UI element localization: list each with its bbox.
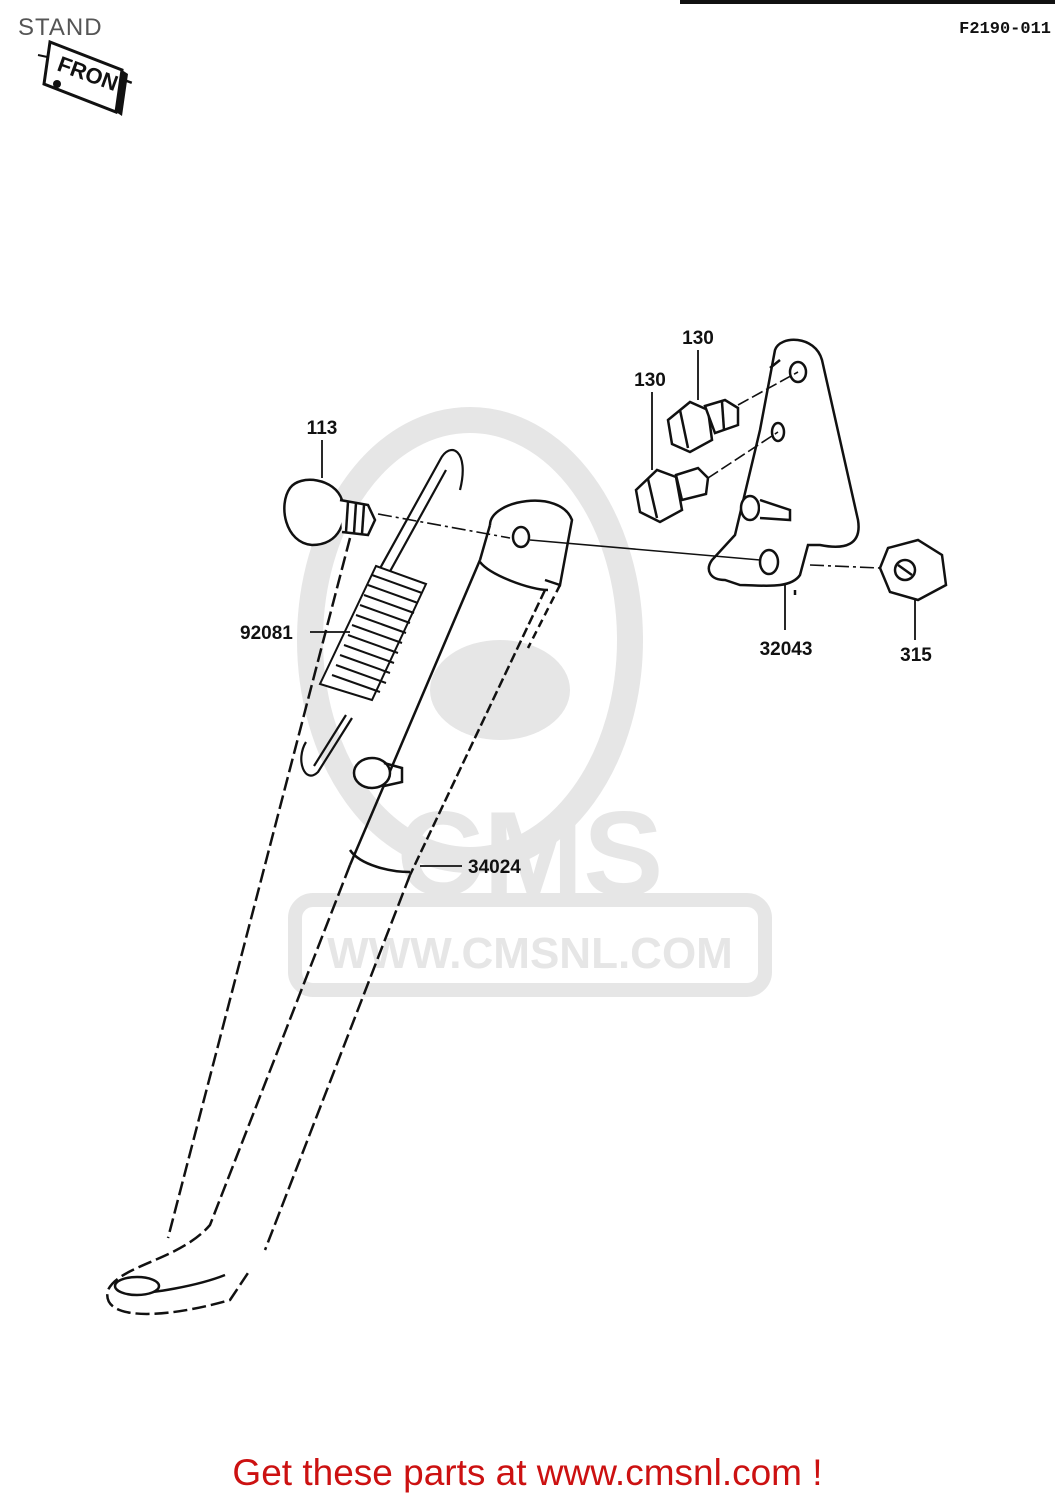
label-315: 315 xyxy=(900,645,932,666)
center-lines xyxy=(377,371,881,569)
watermark-brand: CMS xyxy=(397,787,664,921)
page-title: STAND xyxy=(18,14,103,41)
label-92081: 92081 xyxy=(240,623,293,644)
bracket xyxy=(707,338,860,595)
front-badge: FRONT xyxy=(37,39,135,116)
parts-diagram: CMS WWW.CMSNL.COM FRONT xyxy=(37,39,948,1316)
bolt-130-lower xyxy=(634,466,710,524)
label-32043: 32043 xyxy=(760,639,813,660)
spring xyxy=(300,449,464,777)
leader-lines xyxy=(310,350,916,867)
top-rule xyxy=(680,0,1055,4)
label-130-lower: 130 xyxy=(634,370,666,391)
watermark: CMS WWW.CMSNL.COM xyxy=(288,407,772,997)
diagram-code: F2190-011 xyxy=(959,20,1051,39)
bolt-113 xyxy=(283,478,377,547)
label-113: 113 xyxy=(307,418,338,439)
nut-315 xyxy=(878,538,948,602)
side-stand xyxy=(106,499,574,1316)
bolt-130-upper xyxy=(666,398,740,454)
watermark-url: WWW.CMSNL.COM xyxy=(327,929,733,978)
footer-link[interactable]: Get these parts at www.cmsnl.com ! xyxy=(232,1452,823,1493)
label-130-upper: 130 xyxy=(682,328,714,349)
label-34024: 34024 xyxy=(468,857,521,878)
